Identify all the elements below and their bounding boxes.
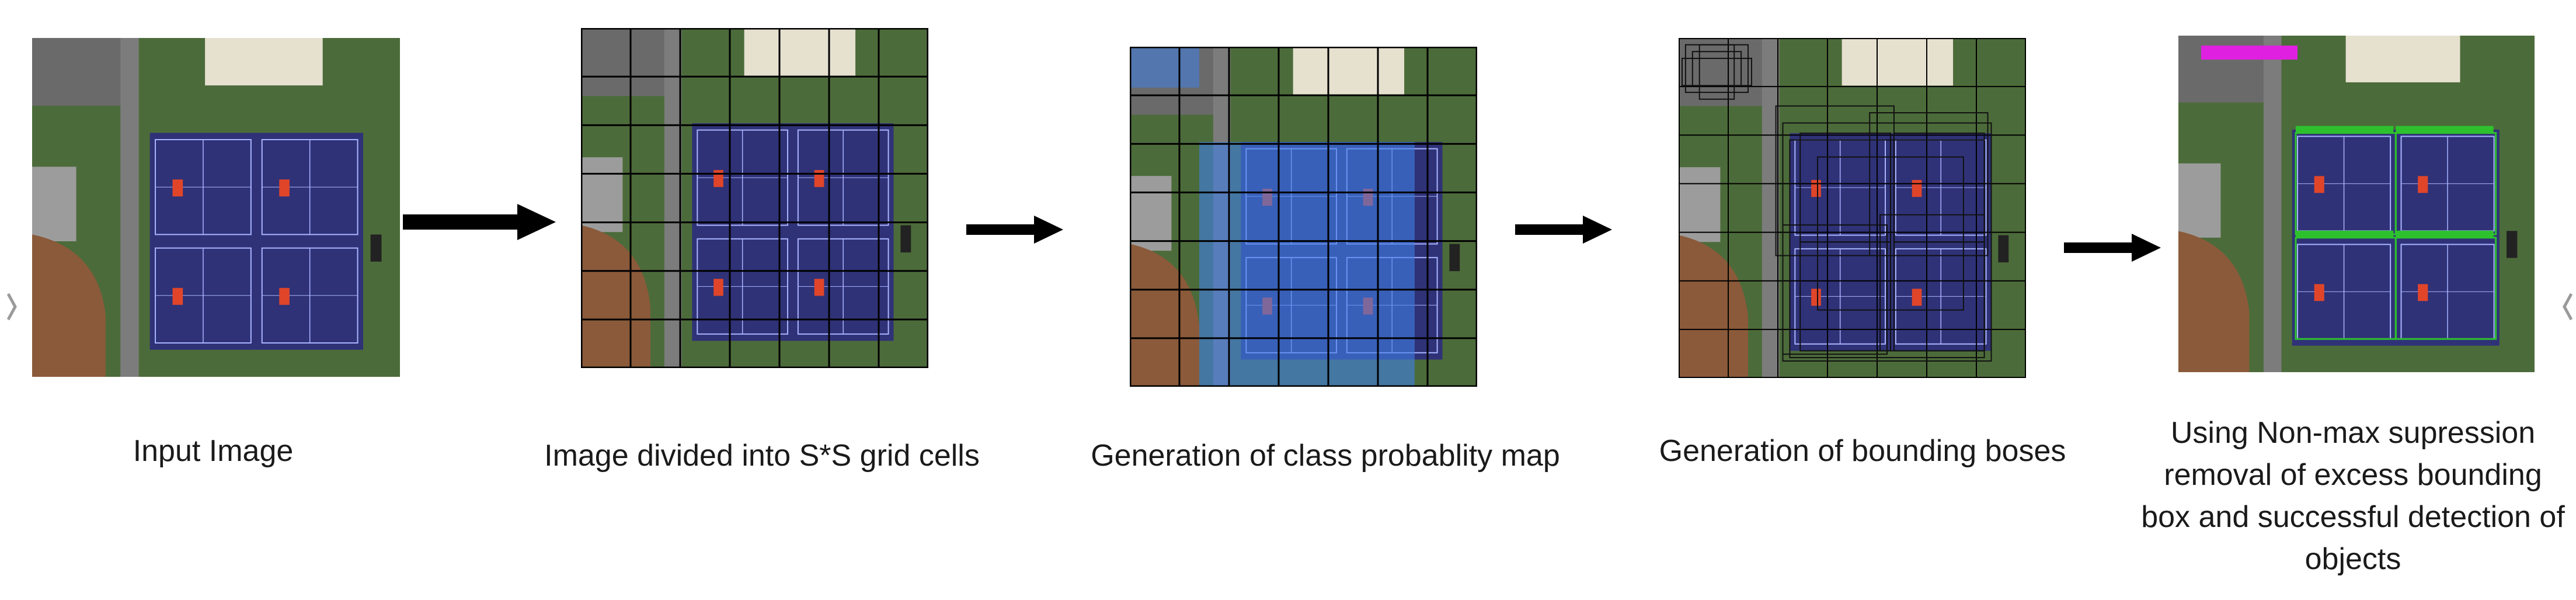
building-roof bbox=[744, 28, 856, 76]
court-marker bbox=[1912, 180, 1922, 197]
house-roof bbox=[581, 157, 623, 233]
court-marker bbox=[713, 279, 723, 296]
arrow-right-icon bbox=[966, 216, 1063, 244]
court-marker bbox=[814, 279, 824, 296]
building-roof bbox=[205, 38, 323, 86]
building-roof bbox=[2345, 35, 2460, 82]
road bbox=[1762, 38, 1780, 378]
court-marker bbox=[1912, 289, 1922, 306]
class-probability-overlay bbox=[1130, 47, 1199, 88]
bounding-box bbox=[1782, 224, 1888, 355]
building-roof bbox=[1293, 47, 1405, 95]
detection-label-court bbox=[2295, 230, 2394, 238]
court-marker bbox=[279, 179, 290, 197]
dirt-field bbox=[1130, 244, 1199, 387]
arrow-right-icon bbox=[2064, 234, 2161, 262]
road bbox=[120, 38, 139, 377]
parking-lot bbox=[581, 28, 678, 96]
dirt-field bbox=[1679, 235, 1748, 378]
detection-label-vehicle bbox=[2201, 46, 2297, 60]
court-marker bbox=[814, 170, 824, 188]
house-roof bbox=[1679, 167, 1721, 242]
house-roof bbox=[2178, 163, 2221, 238]
house-roof bbox=[1130, 176, 1172, 251]
class-probability-overlay bbox=[1199, 141, 1415, 387]
dirt-field bbox=[32, 234, 106, 377]
bounding-box bbox=[1799, 241, 1891, 352]
grid-cells-image bbox=[581, 28, 928, 368]
arrow-right-icon bbox=[1515, 216, 1612, 244]
parking-lot bbox=[2178, 35, 2278, 103]
input-image bbox=[32, 38, 400, 377]
detection-label-court bbox=[2295, 126, 2394, 133]
equipment bbox=[370, 234, 382, 262]
bounding-box bbox=[1879, 214, 1985, 352]
equipment bbox=[900, 225, 911, 253]
bounding-box bbox=[1681, 57, 1752, 86]
image-border bbox=[1130, 47, 1477, 387]
caption-class-probability: Generation of class probablity map bbox=[1091, 439, 1560, 473]
detection-label-court bbox=[2396, 230, 2494, 238]
house-roof bbox=[32, 167, 76, 241]
detection-result-image bbox=[2178, 35, 2535, 373]
arrow-right-icon bbox=[403, 204, 556, 240]
right-edge-mark bbox=[2563, 293, 2573, 321]
parking-lot bbox=[32, 38, 135, 106]
court-marker bbox=[2314, 284, 2324, 301]
left-edge-mark bbox=[6, 293, 17, 321]
bounding-box bbox=[1869, 112, 1989, 256]
class-probability-map-image bbox=[1130, 47, 1477, 387]
court-marker bbox=[172, 179, 183, 197]
court-marker bbox=[279, 287, 290, 305]
court-marker bbox=[2418, 176, 2428, 193]
road bbox=[664, 28, 682, 368]
court-marker bbox=[1811, 180, 1821, 197]
dirt-field bbox=[2178, 231, 2250, 373]
caption-bounding-boxes: Generation of bounding boses bbox=[1659, 434, 2066, 468]
court-marker bbox=[2418, 284, 2428, 301]
court-complex bbox=[692, 123, 894, 341]
equipment bbox=[1449, 244, 1460, 272]
building-roof bbox=[1842, 38, 1954, 86]
parking-lot bbox=[1679, 38, 1776, 106]
equipment bbox=[1998, 235, 2009, 263]
court-marker bbox=[172, 287, 183, 305]
bounding-box bbox=[1698, 44, 1735, 100]
court-marker bbox=[713, 170, 723, 188]
bounding-box bbox=[1817, 156, 1964, 311]
court-complex bbox=[149, 133, 363, 350]
caption-nms-detection: Using Non-max supression removal of exce… bbox=[2141, 416, 2565, 576]
caption-grid-cells: Image divided into S*S grid cells bbox=[544, 439, 980, 473]
dirt-field bbox=[581, 225, 650, 368]
image-border bbox=[581, 28, 928, 368]
caption-input-image: Input Image bbox=[133, 434, 294, 468]
image-border bbox=[1679, 38, 2026, 378]
road bbox=[2263, 35, 2282, 373]
court-marker bbox=[1811, 289, 1821, 306]
bounding-box bbox=[1775, 105, 1895, 256]
court-marker bbox=[2314, 176, 2324, 193]
bounding-boxes-image bbox=[1679, 38, 2026, 378]
detection-label-court bbox=[2396, 126, 2494, 133]
equipment bbox=[2507, 231, 2518, 258]
